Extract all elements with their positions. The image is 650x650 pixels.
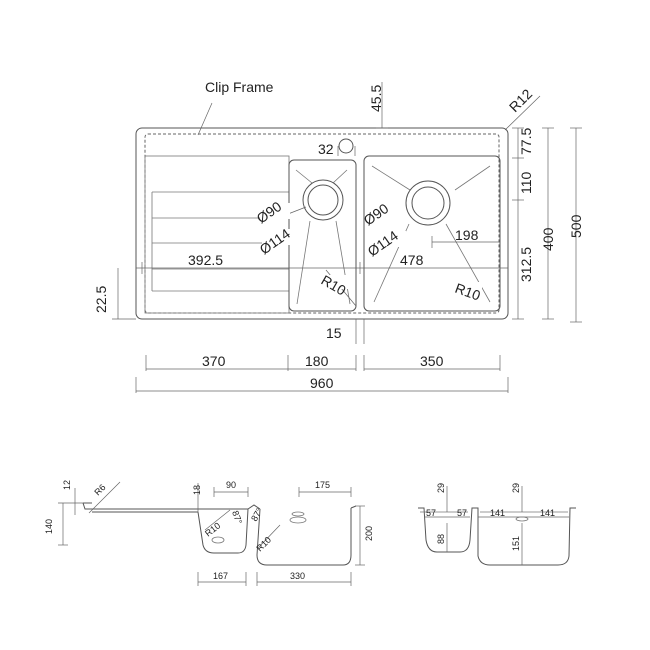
dim-45-5: 45.5 xyxy=(368,85,384,112)
dim-392-5: 392.5 xyxy=(188,252,223,268)
dim-r12: R12 xyxy=(506,85,536,115)
side-section-view: 12 R6 140 18 90 175 R10 87° 87° R10 xyxy=(44,480,374,586)
front-section-views: 29 57 57 88 29 141 141 151 xyxy=(418,483,576,566)
dim-350: 350 xyxy=(420,353,444,369)
dim-32: 32 xyxy=(318,141,334,157)
side-dim-140: 140 xyxy=(44,519,54,534)
tap-hole xyxy=(338,138,354,154)
dim-500: 500 xyxy=(568,214,584,238)
dim-370: 370 xyxy=(202,353,226,369)
dim-400: 400 xyxy=(540,227,556,251)
side-dim-200: 200 xyxy=(364,526,374,541)
side-dim-r6: R6 xyxy=(92,482,107,497)
dim-phi90-right: Ø90 xyxy=(361,200,392,228)
right-dimension-lines xyxy=(512,127,582,323)
bottom-dimension-lines xyxy=(135,355,509,393)
front-dim-57-a: 57 xyxy=(426,508,436,518)
dim-phi90-left: Ø90 xyxy=(254,198,285,226)
dim-110: 110 xyxy=(518,171,534,194)
sink-outline xyxy=(135,127,509,320)
clip-frame-label: Clip Frame xyxy=(205,79,274,95)
side-dim-167: 167 xyxy=(213,571,228,581)
front-dim-88: 88 xyxy=(436,534,446,544)
side-dim-175: 175 xyxy=(315,480,330,490)
side-dim-90: 90 xyxy=(226,480,236,490)
small-bowl-waste-inner xyxy=(307,184,339,216)
front-dim-141-a: 141 xyxy=(490,508,505,518)
side-dim-330: 330 xyxy=(290,571,305,581)
side-dim-87-a: 87° xyxy=(230,509,244,526)
side-dim-12: 12 xyxy=(62,480,72,490)
front-dim-29-a: 29 xyxy=(436,483,446,493)
front-dim-141-b: 141 xyxy=(540,508,555,518)
side-dim-18: 18 xyxy=(192,485,202,495)
large-bowl-waste-inner xyxy=(411,186,445,220)
dim-312-5: 312.5 xyxy=(518,247,534,282)
plan-view: Clip Frame 45.5 R12 32 77.5 110 312.5 xyxy=(93,79,584,393)
small-bowl-waste-outer xyxy=(302,179,344,221)
dim-960: 960 xyxy=(310,375,334,391)
front-dim-151: 151 xyxy=(511,536,521,551)
dim-15: 15 xyxy=(326,325,342,341)
front-dim-57-b: 57 xyxy=(457,508,467,518)
large-bowl xyxy=(363,155,501,312)
large-bowl-waste-outer xyxy=(405,180,451,226)
dim-22-5: 22.5 xyxy=(93,286,109,313)
side-dim-r10-a: R10 xyxy=(203,521,222,539)
front-dim-29-b: 29 xyxy=(511,483,521,493)
dim-180: 180 xyxy=(305,353,329,369)
dim-198: 198 xyxy=(455,227,479,243)
dim-77-5: 77.5 xyxy=(518,128,534,155)
side-dim-87-b: 87° xyxy=(249,506,265,523)
dim-478: 478 xyxy=(400,252,424,268)
